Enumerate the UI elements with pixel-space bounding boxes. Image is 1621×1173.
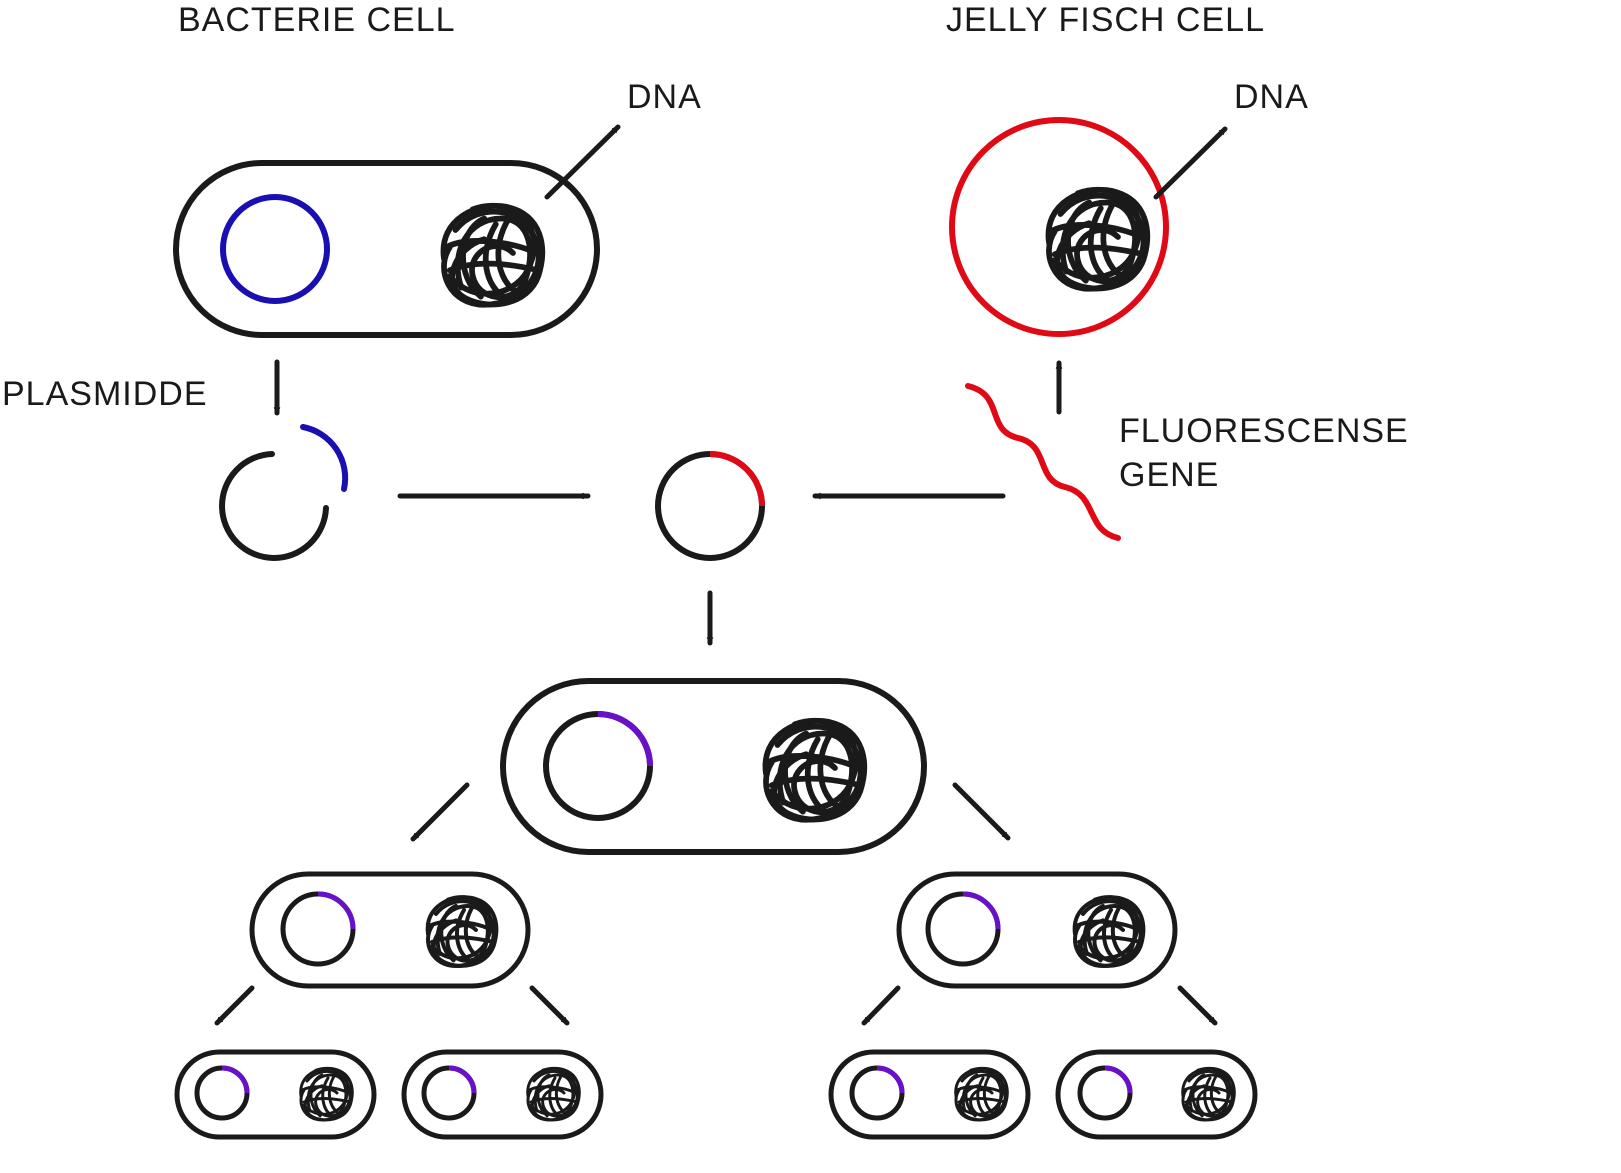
granddaughter-cell-2: [401, 1049, 604, 1140]
cut-plasmid: [219, 424, 349, 561]
jellyfish-cell: [949, 117, 1169, 337]
granddaughter-cell-1: [174, 1049, 377, 1140]
dna-arrow-left: [544, 124, 621, 200]
dna-arrow-right: [1153, 126, 1228, 200]
jellyfish-cell-title: JELLY FISCH CELL: [946, 1, 1265, 39]
bacteria-cell-title: BACTERIE CELL: [178, 1, 456, 39]
gene-label-line1: FLUORESCENSE: [1119, 412, 1409, 450]
jellyfish-dna-chromosome: [1048, 190, 1147, 289]
arrow-division-left: [410, 782, 470, 842]
gene-label-line2: GENE: [1119, 456, 1220, 494]
plasmid-label: PLASMIDDE: [2, 375, 208, 413]
dna-label-left: DNA: [627, 78, 702, 116]
plasmid-circle: [220, 194, 330, 304]
arrow-division-right: [952, 782, 1011, 841]
recombinant-plasmid: [655, 451, 765, 561]
daughter-cell-right: [896, 871, 1178, 989]
bacteria-cell: [173, 160, 600, 338]
transformed-bacteria-cell: [500, 678, 927, 855]
bacteria-dna-chromosome: [443, 206, 542, 305]
fluorescence-gene-strand: [965, 383, 1121, 541]
dna-label-right: DNA: [1234, 78, 1309, 116]
daughter-cell-left: [249, 871, 531, 989]
granddaughter-cell-4: [1055, 1049, 1258, 1140]
granddaughter-cell-3: [828, 1049, 1031, 1140]
